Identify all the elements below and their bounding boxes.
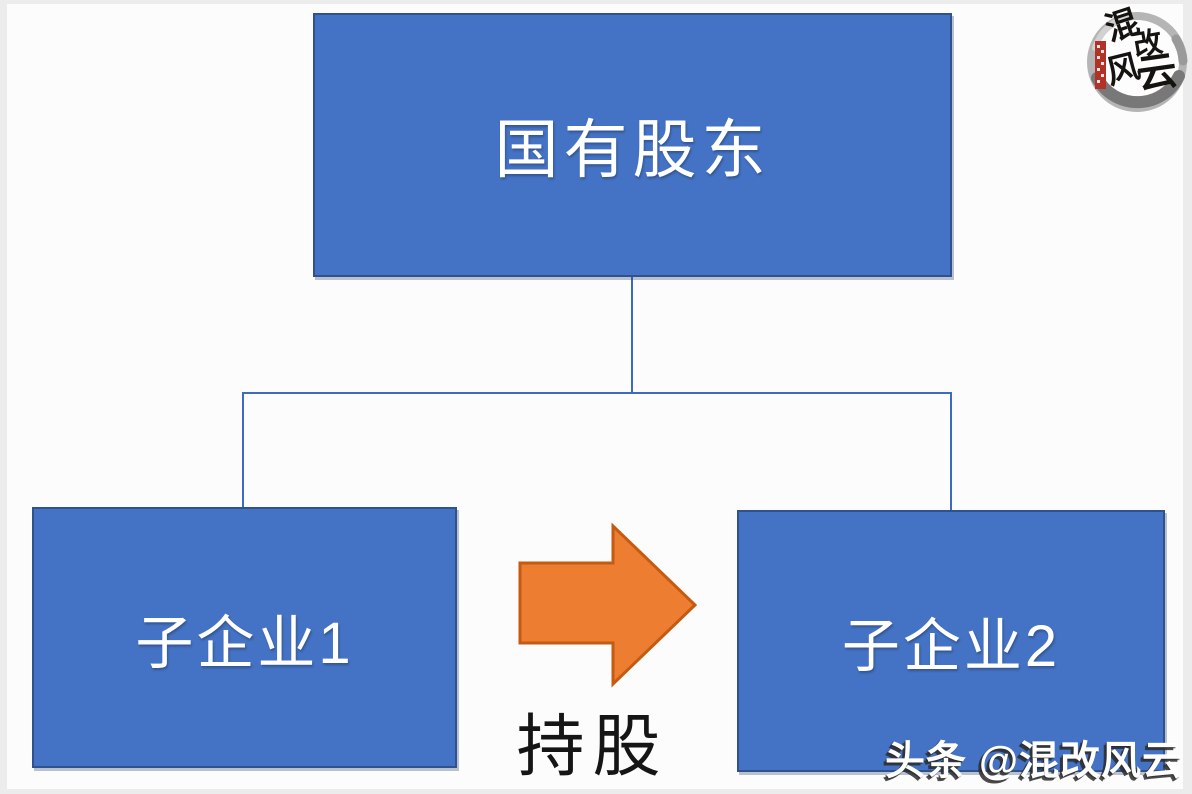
shareholding-label: 持股 (516, 708, 669, 785)
slide-edge-left (0, 0, 7, 794)
watermark-handle: @混改风云 (978, 739, 1183, 783)
logo-character: 云 (1134, 48, 1180, 98)
slide-edge-right (1183, 0, 1192, 794)
red-seal (1095, 41, 1106, 89)
node-subsidiary-1: 子企业1 (32, 507, 457, 768)
slide-edge-bottom (0, 789, 1192, 794)
brand-seal-logo: 混 改 风 云 (1083, 2, 1192, 119)
node-state-shareholder: 国有股东 (313, 13, 952, 277)
node-state-shareholder-label: 国有股东 (494, 114, 771, 186)
right-block-arrow-icon (518, 522, 698, 688)
slide-edge-top (0, 0, 1192, 4)
watermark: 头条@混改风云 (885, 728, 1183, 786)
node-subsidiary-2-label: 子企业2 (841, 614, 1061, 679)
seal-ring-icon (1087, 12, 1188, 112)
node-subsidiary-2: 子企业2 (737, 510, 1165, 772)
watermark-platform: 头条 (884, 739, 967, 783)
node-subsidiary-1-label: 子企业1 (135, 610, 354, 676)
